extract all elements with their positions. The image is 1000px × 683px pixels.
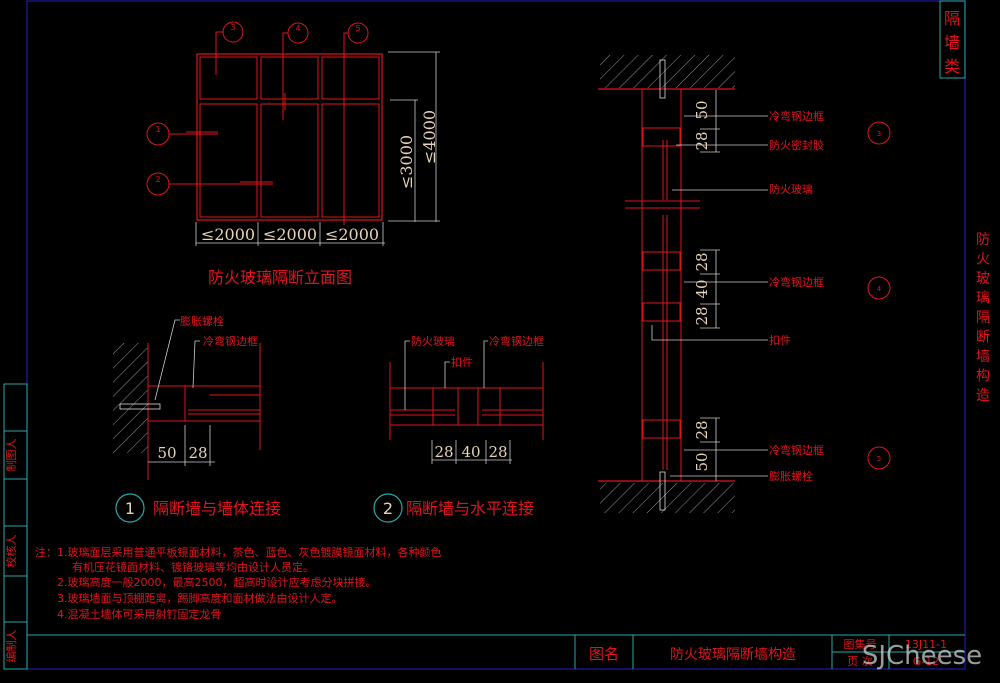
callout-3: 3 (230, 23, 235, 32)
width-dim-3: ≤2000 (325, 225, 379, 244)
side-title-char: 璃 (976, 290, 990, 307)
side-title-char: 玻 (976, 271, 990, 287)
category-char: 隔 (944, 9, 960, 28)
height-dim-3000: ≤3000 (397, 135, 416, 189)
category-tab: 隔 墙 类 (944, 9, 960, 76)
side-title: 防火玻璃隔断墙构造 (976, 232, 990, 404)
left-strip-labels: 制图人 校核人 编制人 (4, 439, 18, 663)
section-label-clip: 扣件 (769, 333, 791, 347)
sheet-frame (3, 0, 966, 670)
section-dim-50-bottom: 50 (693, 452, 711, 471)
notes: 注： 1.玻璃面层采用普通平板镜面材料，茶色、蓝色、灰色镀膜镜面材料，各种颜色 … (35, 545, 442, 621)
title-block: 图名 防火玻璃隔断墙构造 图集号 13J11-1 页 次 G-12 (589, 637, 947, 668)
detail2-dim-40: 40 (461, 443, 480, 461)
section-dim-28-mid-b: 28 (693, 306, 711, 325)
callout-1: 1 (155, 125, 160, 134)
watermark: SJCheese (862, 641, 982, 671)
detail1-title: 隔断墙与墙体连接 (153, 499, 281, 518)
detail1-label-bolt: 膨胀螺栓 (180, 314, 224, 328)
title-block-atlas-label: 图集号 (844, 637, 877, 651)
side-title-char: 墙 (976, 349, 990, 365)
note-line-1: 1.玻璃面层采用普通平板镜面材料，茶色、蓝色、灰色镀膜镜面材料，各种颜色 (57, 545, 442, 559)
detail2-label-clip: 扣件 (451, 355, 473, 369)
section-label-sealant: 防火密封胶 (769, 138, 824, 152)
callout-5: 5 (355, 24, 360, 33)
category-char: 墙 (944, 33, 960, 52)
title-block-name-value: 防火玻璃隔断墙构造 (670, 646, 796, 663)
title-block-name-label: 图名 (589, 645, 619, 663)
detail2-title: 隔断墙与水平连接 (406, 499, 534, 518)
detail1-dim-50: 50 (157, 444, 176, 462)
detail-1-drawing: 膨胀螺栓 冷弯钢边框 50 28 1 隔断墙与墙体连接 (113, 314, 281, 523)
elevation-title: 防火玻璃隔断立面图 (208, 268, 352, 287)
width-dim-1: ≤2000 (201, 225, 255, 244)
note-line-1-cont: 有机压花镜面材料、镀铬玻璃等均由设计人员定。 (72, 560, 314, 574)
detail-2-badge (373, 493, 403, 523)
title-block-page-label: 页 次 (847, 654, 873, 668)
detail2-dim-28a: 28 (434, 443, 453, 461)
detail2-number: 2 (383, 499, 393, 518)
side-title-char: 断 (976, 330, 990, 346)
callout-2: 2 (155, 175, 160, 184)
section-label-bolt: 膨胀螺栓 (769, 469, 813, 483)
strip-label-checker: 校核人 (4, 535, 18, 568)
side-title-char: 火 (976, 252, 990, 268)
height-dim-4000: ≤4000 (420, 110, 439, 164)
title-block-atlas-value: 13J11-1 (905, 638, 947, 651)
side-title-char: 造 (976, 388, 990, 404)
callout-4: 4 (295, 24, 300, 33)
elevation-drawing: 3 4 5 1 2 ≤2000 ≤2000 ≤2000 ≤3000 ≤4000 … (146, 21, 440, 287)
detail2-label-glass: 防火玻璃 (411, 334, 455, 348)
section-dim-28-mid-a: 28 (693, 252, 711, 271)
note-line-3: 3.玻璃墙面与顶棚距离，踢脚高度和面材做法由设计人定。 (57, 591, 343, 605)
note-line-4: 4.混凝土墙体可采用射钉固定龙骨 (57, 607, 222, 621)
strip-label-drafter: 制图人 (5, 439, 18, 472)
section-drawing: 50 28 28 40 28 28 50 冷弯钢边框 防火密封胶 防火玻璃 冷弯… (598, 55, 891, 513)
detail-1-badge (115, 493, 145, 523)
detail1-dim-28: 28 (188, 444, 207, 462)
section-label-frame-mid: 冷弯钢边框 (769, 275, 824, 289)
section-dim-28-top: 28 (693, 131, 711, 150)
side-title-char: 隔 (976, 310, 990, 326)
section-label-frame-bottom: 冷弯钢边框 (769, 443, 824, 457)
side-title-char: 防 (976, 232, 990, 248)
section-dim-50-top: 50 (693, 100, 711, 119)
notes-prefix: 注： (35, 545, 57, 559)
detail2-dim-28b: 28 (488, 443, 507, 461)
side-title-char: 构 (976, 369, 990, 385)
section-callout-3: 3 (877, 130, 881, 138)
detail2-label-frame: 冷弯钢边框 (489, 334, 544, 348)
category-char: 类 (944, 57, 960, 76)
section-label-frame-top: 冷弯钢边框 (769, 109, 824, 123)
detail1-number: 1 (125, 499, 135, 518)
strip-label-editor: 编制人 (4, 630, 18, 663)
section-callout-4: 4 (877, 285, 882, 293)
note-line-2: 2.玻璃高度一般2000，最高2500，超高时设计应考虑分块拼接。 (57, 575, 376, 589)
width-dim-2: ≤2000 (263, 225, 317, 244)
detail-2-drawing: 防火玻璃 扣件 冷弯钢边框 28 40 28 2 隔断墙与水平连接 (373, 334, 544, 523)
title-block-page-value: G-12 (913, 655, 940, 668)
section-dim-40-mid: 40 (693, 279, 711, 298)
detail1-label-frame: 冷弯钢边框 (203, 334, 258, 348)
section-dim-28-bottom: 28 (693, 420, 711, 439)
section-label-glass: 防火玻璃 (769, 182, 813, 196)
section-callout-5: 5 (877, 455, 881, 463)
